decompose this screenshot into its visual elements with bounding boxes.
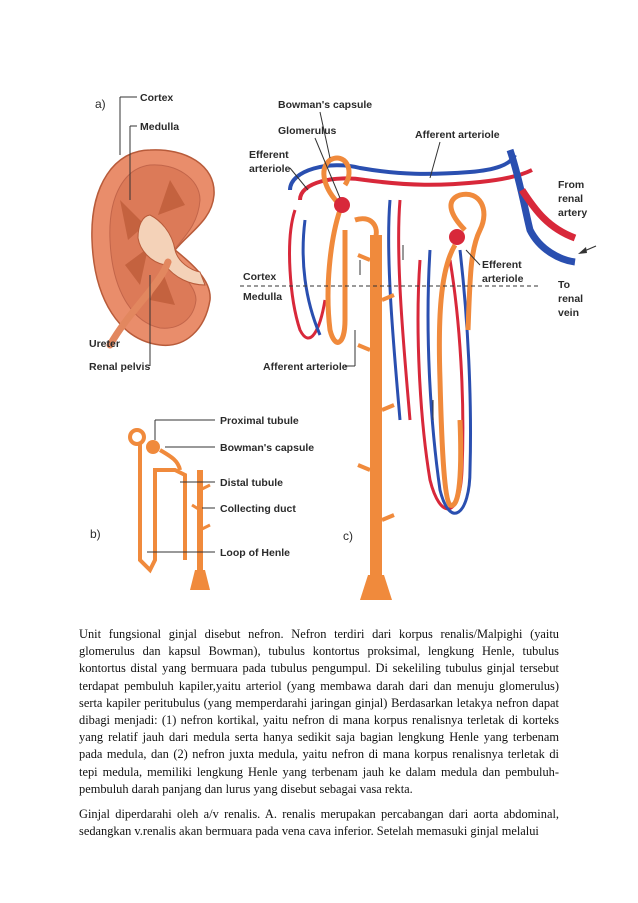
from-renal-artery-label-1: From xyxy=(558,179,584,191)
loop-of-henle-label: Loop of Henle xyxy=(220,547,290,559)
to-renal-vein-label-2: renal xyxy=(558,293,583,305)
efferent-arteriole-label-1b: arteriole xyxy=(249,163,291,175)
from-renal-artery-label-2: renal xyxy=(558,193,583,205)
vein-vessel xyxy=(288,153,517,191)
simple-nephron-diagram: b) Proximal tubule Bowman's capsule Dist… xyxy=(90,415,314,590)
collecting-duct-c xyxy=(370,235,382,600)
cortex-label: Cortex xyxy=(140,92,173,104)
to-renal-vein-label-3: vein xyxy=(558,307,579,319)
from-renal-artery-label-3: artery xyxy=(558,207,587,219)
glomerulus-ball-1 xyxy=(334,197,350,213)
bowmans-capsule-label-c: Bowman's capsule xyxy=(278,99,372,111)
detailed-nephron-diagram: c) xyxy=(240,99,597,600)
panel-b-letter: b) xyxy=(90,527,101,541)
efferent-arteriole-label-1a: Efferent xyxy=(249,149,289,161)
glomerulus-ball-2 xyxy=(449,229,465,245)
nephron-illustration: a) Cortex Medulla Ureter Renal pelvis b)… xyxy=(89,92,597,600)
collecting-duct-label: Collecting duct xyxy=(220,503,296,515)
body-text: Unit fungsional ginjal disebut nefron. N… xyxy=(79,626,559,848)
panel-a-letter: a) xyxy=(95,97,106,111)
panel-c-letter: c) xyxy=(343,529,353,543)
proximal-tubule-label: Proximal tubule xyxy=(220,415,299,427)
ureter-label: Ureter xyxy=(89,338,120,350)
medulla-label-c: Medulla xyxy=(243,291,282,303)
efferent-arteriole-label-2a: Efferent xyxy=(482,259,522,271)
renal-pelvis-shape xyxy=(137,214,206,286)
afferent-arteriole-top-label: Afferent arteriole xyxy=(415,129,500,141)
medulla-label: Medulla xyxy=(140,121,179,133)
glomerulus-label: Glomerulus xyxy=(278,125,337,137)
nephron-tubule xyxy=(321,155,487,520)
efferent-arteriole-label-2b: arteriole xyxy=(482,273,524,285)
paragraph-2: Ginjal diperdarahi oleh a/v renalis. A. … xyxy=(79,807,559,839)
to-renal-vein-label-1: To xyxy=(558,279,570,291)
ureter-tube xyxy=(106,258,172,349)
kidney-diagram: a) Cortex Medulla Ureter Renal pelvis xyxy=(89,92,215,373)
renal-pelvis-label: Renal pelvis xyxy=(89,361,150,373)
paragraph-1: Unit fungsional ginjal disebut nefron. N… xyxy=(79,627,559,796)
cortex-label-c: Cortex xyxy=(243,271,276,283)
nephron-figure: a) Cortex Medulla Ureter Renal pelvis b)… xyxy=(89,92,597,600)
bowmans-capsule-label-b: Bowman's capsule xyxy=(220,442,314,454)
afferent-arteriole-bottom-label: Afferent arteriole xyxy=(263,361,348,373)
loop-of-henle-tube xyxy=(138,444,187,574)
artery-vessel xyxy=(298,168,533,201)
distal-tubule-label: Distal tubule xyxy=(220,477,283,489)
